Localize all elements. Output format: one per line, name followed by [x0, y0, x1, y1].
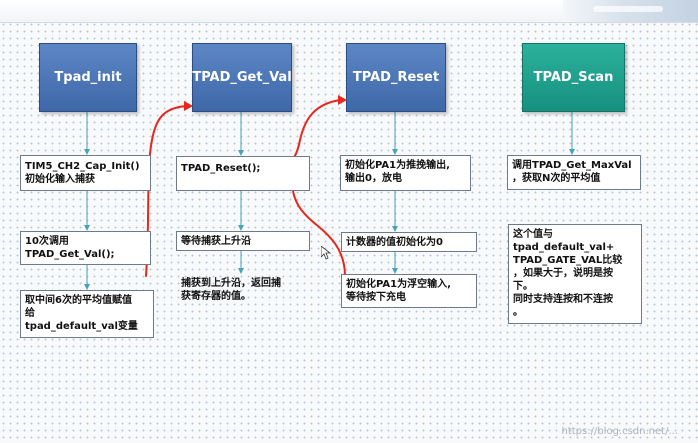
node-tim5-cap-init: TIM5_CH2_Cap_Init() 初始化输入捕获 — [20, 155, 151, 191]
node-text: 获寄存器的值。 — [181, 291, 251, 302]
node-get-maxval: 调用TPAD_Get_MaxVal ，获取N次的平均值 — [507, 155, 641, 190]
node-tpad-reset-call: TPAD_Reset(); — [176, 156, 310, 191]
arrowhead — [392, 149, 398, 155]
node-pa1-push-pull: 初始化PA1为推挽输出, 输出0，放电 — [340, 155, 471, 191]
node-text: 取中间6次的平均值赋值 — [25, 295, 132, 306]
arrowhead — [84, 149, 90, 155]
node-text: 。 — [513, 307, 523, 318]
red-arrowhead — [338, 95, 347, 105]
node-text: 初始化PA1为浮空输入, — [346, 279, 451, 290]
node-text: ，如果大于，说明是按 — [513, 268, 613, 279]
node-text: 调用TPAD_Get_MaxVal — [512, 160, 632, 171]
arrowhead — [84, 225, 90, 231]
node-text: 初始化PA1为推挽输出, — [345, 160, 450, 171]
node-text: ，获取N次的平均值 — [512, 173, 601, 184]
node-text: 等待捕获上升沿 — [181, 236, 251, 247]
node-text: 10次调用 — [25, 236, 69, 247]
header-tpad-scan: TPAD_Scan — [522, 43, 625, 112]
node-text: 捕获到上升沿，返回捕 — [181, 278, 281, 289]
node-call-get-val-10x: 10次调用 TPAD_Get_Val(); — [20, 231, 151, 265]
arrowhead — [569, 149, 575, 155]
node-text: tpad_default_val变量 — [25, 321, 138, 332]
header-label: TPAD_Scan — [533, 70, 614, 85]
node-capture-return: 捕获到上升沿，返回捕 获寄存器的值。 — [181, 277, 311, 303]
node-wait-rising-edge: 等待捕获上升沿 — [176, 231, 310, 251]
arrowhead — [238, 225, 244, 231]
node-text: tpad_default_val+ — [513, 242, 615, 253]
arrowhead — [84, 284, 90, 290]
arrowhead — [238, 268, 244, 274]
node-text: 下。 — [513, 281, 533, 292]
node-text: 等待按下充电 — [346, 292, 406, 303]
node-text: 这个值与 — [513, 229, 553, 240]
header-label: TPAD_Get_Val — [192, 70, 292, 85]
header-label: TPAD_Reset — [352, 70, 440, 85]
node-compare-note: 这个值与 tpad_default_val+ TPAD_GATE_VAL比较 ，… — [508, 224, 642, 324]
node-average-default-val: 取中间6次的平均值赋值 给 tpad_default_val变量 — [20, 290, 154, 338]
node-text: TPAD_Reset(); — [181, 163, 261, 174]
node-counter-init: 计数器的值初始化为0 — [341, 232, 477, 252]
red-return-arrow — [291, 179, 346, 277]
header-tpad-get-val: TPAD_Get_Val — [192, 43, 292, 112]
node-text: TIM5_CH2_Cap_Init() — [25, 161, 140, 172]
arrowhead — [392, 226, 398, 232]
node-text: 初始化输入捕获 — [25, 174, 95, 185]
node-text: TPAD_Get_Val(); — [25, 249, 115, 260]
node-pa1-floating-input: 初始化PA1为浮空输入, 等待按下充电 — [341, 274, 477, 308]
node-text: 计数器的值初始化为0 — [346, 237, 443, 248]
header-label: Tpad_init — [54, 70, 122, 85]
node-text: TPAD_GATE_VAL比较 — [513, 255, 623, 266]
node-text: 输出0，放电 — [345, 173, 402, 184]
mouse-cursor-icon — [321, 246, 331, 260]
header-decoration — [563, 0, 698, 22]
header-tpad-init: Tpad_init — [39, 43, 137, 112]
arrowhead — [238, 150, 244, 156]
node-text: 给 — [25, 308, 35, 319]
header-tpad-reset: TPAD_Reset — [346, 43, 446, 112]
slide-top-strip — [0, 0, 698, 23]
node-text: 同时支持连按和不连按 — [513, 294, 613, 305]
arrowhead — [392, 268, 398, 274]
watermark: https://blog.csdn.net/... — [561, 426, 678, 437]
red-arrowhead — [184, 101, 193, 111]
